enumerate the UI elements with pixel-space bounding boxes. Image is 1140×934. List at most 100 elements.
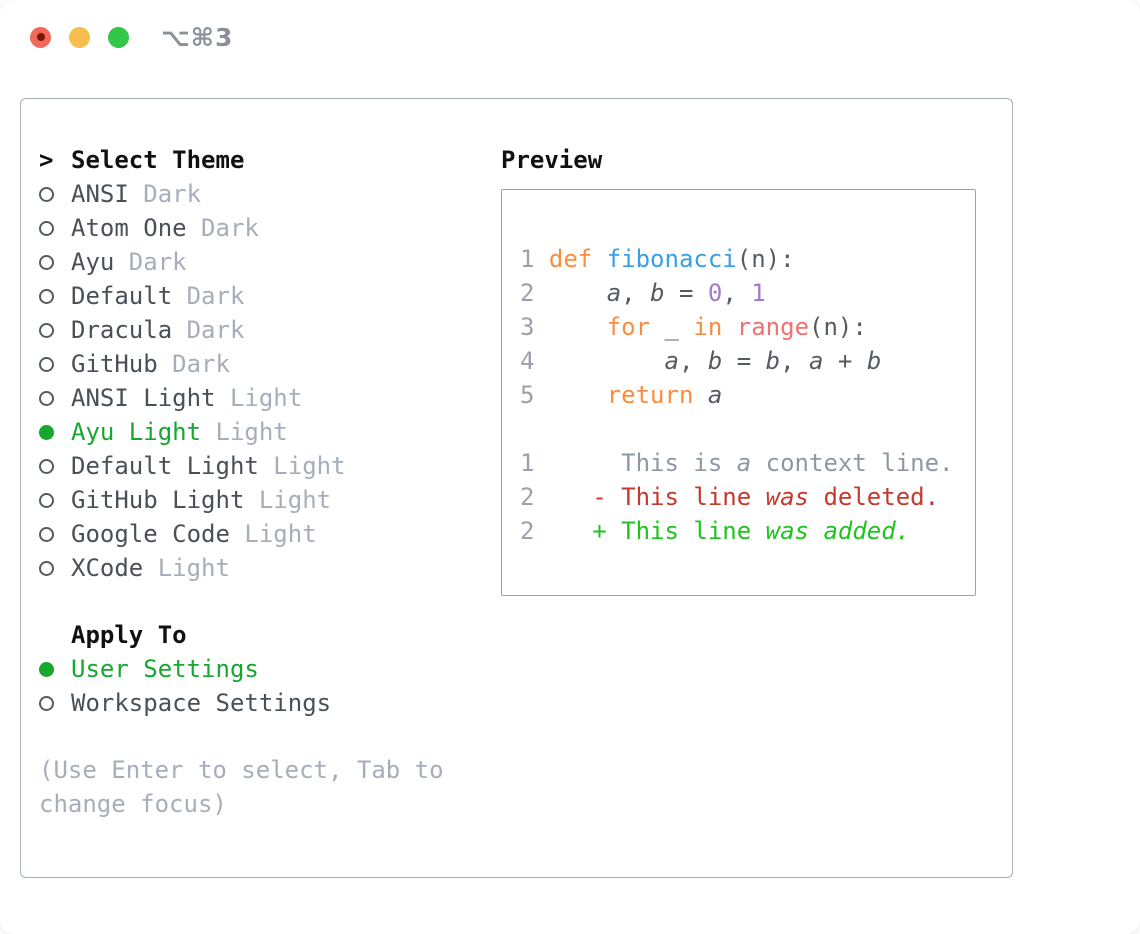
code-line: 1 def fibonacci(n): (520, 242, 959, 276)
theme-variant-tag: Dark (186, 214, 259, 242)
apply-to-option[interactable]: User Settings (39, 652, 501, 686)
code-token (809, 517, 823, 545)
code-token: in (693, 313, 737, 341)
theme-option[interactable]: Atom One Dark (39, 211, 501, 245)
theme-name: ANSI Light (71, 384, 216, 412)
code-token: a (664, 347, 679, 375)
traffic-lights (30, 26, 129, 48)
theme-name: Google Code (71, 520, 230, 548)
code-token: context line. (751, 449, 954, 477)
theme-option[interactable]: Dracula Dark (39, 313, 501, 347)
preview-column: Preview 1 def fibonacci(n):2 a, b = 0, 1… (501, 143, 992, 877)
code-token: , (722, 279, 752, 307)
code-token: (n): (809, 313, 867, 341)
code-token: 0 (707, 279, 723, 307)
code-token: + This line (534, 517, 766, 545)
code-line (520, 412, 959, 446)
title-bar: ⌥⌘3 (0, 0, 1140, 74)
code-token (549, 313, 607, 341)
code-token: def (548, 245, 607, 273)
window-shortcut-label: ⌥⌘3 (161, 22, 234, 52)
spacer (39, 720, 501, 753)
code-token: 1 (520, 449, 535, 477)
theme-variant-tag: Light (215, 384, 303, 412)
theme-name: Atom One (71, 214, 187, 242)
theme-name: XCode (71, 554, 144, 582)
close-glyph-icon (36, 33, 45, 41)
theme-option[interactable]: Default Light Light (39, 449, 501, 483)
code-token: a (606, 279, 622, 307)
close-button[interactable] (30, 26, 51, 48)
code-token: return (606, 381, 708, 409)
radio-icon (39, 458, 54, 474)
code-token: , (780, 347, 810, 375)
theme-option[interactable]: XCode Light (39, 551, 501, 585)
help-text: (Use Enter to select, Tab to change focu… (39, 756, 444, 818)
theme-variant-tag: Light (244, 486, 332, 514)
code-line: 2 - This line was deleted. (520, 480, 959, 514)
code-token: 3 (520, 313, 549, 341)
code-token: _ (664, 313, 694, 341)
radio-selected-icon (39, 424, 54, 440)
select-theme-heading: Select Theme (71, 146, 245, 174)
code-token: deleted. (809, 483, 940, 511)
apply-to-label: Workspace Settings (71, 689, 332, 717)
theme-variant-tag: Light (258, 452, 346, 480)
theme-variant-tag: Dark (172, 282, 245, 310)
radio-icon (39, 288, 54, 304)
radio-icon (39, 695, 54, 711)
code-line: 2 a, b = 0, 1 (520, 276, 959, 310)
theme-option[interactable]: GitHub Light Light (39, 483, 501, 517)
code-line: 2 + This line was added. (520, 514, 959, 548)
code-line: 1 This is a context line. (520, 446, 959, 480)
radio-icon (39, 186, 54, 202)
theme-option[interactable]: GitHub Dark (39, 347, 501, 381)
theme-name: Ayu (71, 248, 115, 276)
apply-to-option[interactable]: Workspace Settings (39, 686, 501, 720)
theme-option[interactable]: Default Dark (39, 279, 501, 313)
theme-variant-tag: Light (143, 554, 230, 582)
code-token: 2 (520, 279, 549, 307)
theme-name: ANSI (71, 180, 129, 208)
code-token: fibonacci (606, 245, 737, 273)
code-line: 3 for _ in range(n): (520, 310, 959, 344)
radio-icon (39, 322, 54, 338)
theme-variant-tag: Light (229, 520, 317, 548)
code-token: + (823, 347, 867, 375)
focus-caret-icon: > (39, 146, 54, 174)
code-token: a (736, 449, 752, 477)
code-token (549, 381, 607, 409)
theme-option[interactable]: Google Code Light (39, 517, 501, 551)
code-token: 5 (520, 381, 549, 409)
theme-name: Default (71, 282, 173, 310)
radio-icon (39, 560, 54, 576)
theme-option[interactable]: Ayu Light Light (39, 415, 501, 449)
theme-option[interactable]: ANSI Dark (39, 177, 501, 211)
theme-name: GitHub (71, 350, 158, 378)
radio-icon (39, 356, 54, 372)
radio-selected-icon (39, 661, 54, 677)
code-token: for (606, 313, 665, 341)
minimize-button[interactable] (69, 26, 90, 48)
code-token: was (765, 517, 809, 545)
theme-option[interactable]: Ayu Dark (39, 245, 501, 279)
apply-to-heading: Apply To (71, 621, 187, 649)
code-token: 2 (520, 483, 535, 511)
spacer (39, 585, 501, 618)
code-token: (n): (736, 245, 795, 273)
apply-to-heading-row: Apply To (39, 618, 501, 652)
code-line: 5 return a (520, 378, 959, 412)
theme-variant-tag: Dark (172, 316, 245, 344)
theme-variant-tag: Dark (128, 180, 202, 208)
zoom-button[interactable] (108, 26, 129, 48)
code-token: was (765, 483, 809, 511)
select-theme-heading-row: > Select Theme (39, 143, 501, 177)
theme-option[interactable]: ANSI Light Light (39, 381, 501, 415)
radio-icon (39, 390, 54, 406)
code-token: This is (534, 449, 737, 477)
radio-icon (39, 254, 54, 270)
